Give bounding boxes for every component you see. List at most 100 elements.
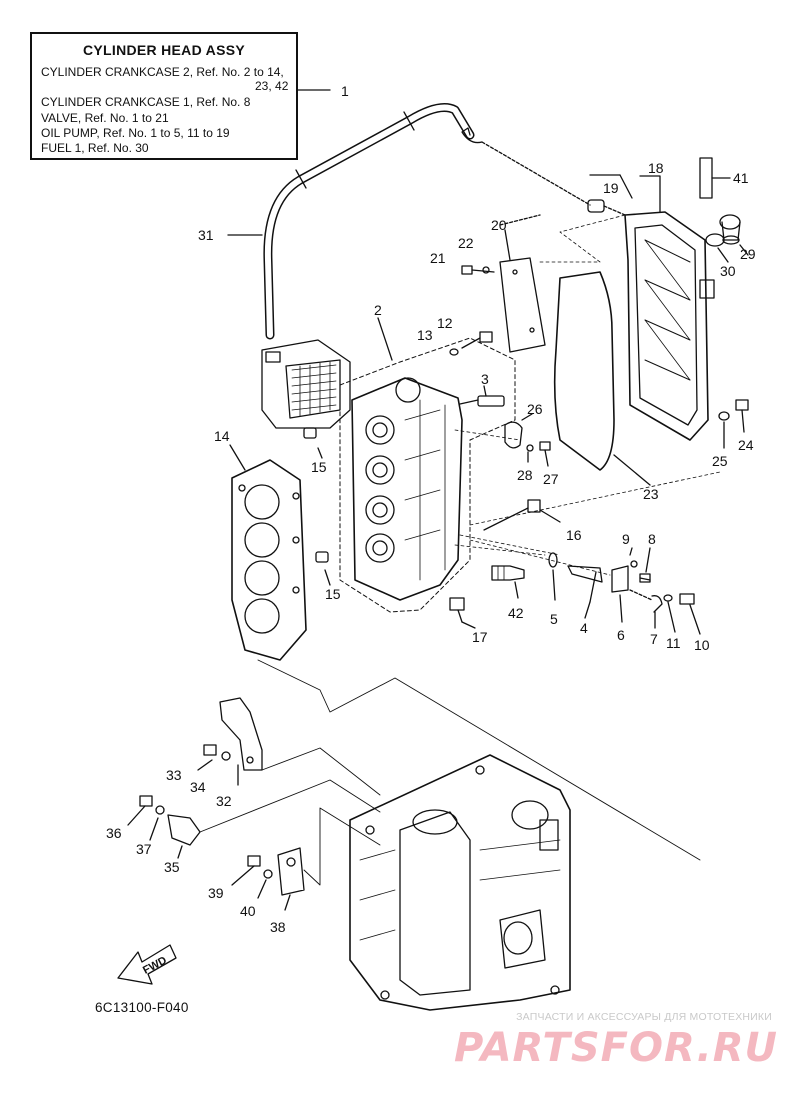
callout-6: 6 (617, 627, 625, 643)
leader-line (324, 569, 331, 586)
clamp-35 (167, 814, 201, 846)
legend-title: CYLINDER HEAD ASSY (82, 42, 245, 58)
long-bolt-16 (483, 499, 541, 531)
leader-line (544, 449, 549, 467)
callout-24: 24 (738, 437, 754, 453)
callout-30: 30 (720, 263, 736, 279)
filler-cap (719, 214, 741, 245)
head-gasket (231, 459, 307, 661)
leader-line (521, 413, 533, 421)
callout-31: 31 (198, 227, 214, 243)
callout-8: 8 (648, 531, 656, 547)
bolt-39 (247, 855, 261, 867)
leader-line (619, 174, 633, 199)
callout-23: 23 (643, 486, 659, 502)
leader-line (717, 247, 729, 263)
cylinder-head-cover (624, 211, 715, 441)
leader-line (149, 817, 159, 841)
cylinder-crankcase (349, 754, 571, 1011)
leader-line (461, 621, 476, 629)
callout-26: 26 (527, 401, 543, 417)
shaft-4 (567, 565, 603, 603)
legend-line: 23, 42 (255, 79, 289, 93)
callout-36: 36 (106, 825, 122, 841)
washer-25 (718, 411, 730, 421)
washer-22 (482, 266, 490, 274)
assembly-guide-lines (257, 659, 701, 861)
joint-19 (587, 199, 626, 216)
callout-42: 42 (508, 605, 524, 621)
part-3 (459, 395, 505, 407)
washer-11 (663, 594, 673, 602)
leader-line (639, 175, 661, 213)
leader-line (177, 845, 183, 859)
leader-line (667, 601, 676, 633)
cover-plate (499, 257, 546, 353)
callout-27: 27 (543, 471, 559, 487)
callout-15: 15 (311, 459, 327, 475)
callout-35: 35 (164, 859, 180, 875)
callout-16: 16 (566, 527, 582, 543)
bolt-24 (735, 399, 749, 411)
o-ring-30 (705, 233, 725, 247)
callout-9: 9 (622, 531, 630, 547)
callout-14: 14 (214, 428, 230, 444)
assembly-guide-lines (303, 807, 381, 886)
forward-direction-arrow (117, 944, 177, 985)
washer-5 (548, 552, 558, 568)
cylinder-head (351, 377, 463, 601)
callout-28: 28 (517, 467, 533, 483)
legend-line: CYLINDER CRANKCASE 1, Ref. No. 8 (41, 95, 251, 109)
bolt-17 (449, 597, 465, 623)
label-41 (699, 157, 731, 199)
washer-28 (526, 444, 534, 452)
leader-line (514, 581, 519, 599)
callout-19: 19 (603, 180, 619, 196)
bracket-32 (219, 697, 263, 771)
leader-line (197, 759, 213, 771)
leader-line (629, 547, 633, 556)
callout-20: 20 (491, 217, 507, 233)
watermark-subtitle: ЗАПЧАСТИ И АКСЕССУАРЫ ДЛЯ МОТОТЕХНИКИ (516, 1011, 772, 1023)
washer-40 (263, 869, 273, 879)
callout-18: 18 (648, 160, 664, 176)
callout-12: 12 (437, 315, 453, 331)
leader-line (483, 385, 487, 397)
callout-41: 41 (733, 170, 749, 186)
washer-13 (449, 348, 459, 356)
callout-34: 34 (190, 779, 206, 795)
assembly-guide-lines (199, 779, 381, 833)
leader-line (127, 805, 146, 826)
legend-line: VALVE, Ref. No. 1 to 21 (41, 111, 169, 125)
leader-line (504, 229, 511, 261)
leader-line (689, 604, 701, 635)
clip-7 (651, 595, 663, 613)
callout-29: 29 (740, 246, 756, 262)
bolt-12 (461, 331, 493, 349)
watermark-logo: PARTSFOR.RU (453, 1025, 778, 1071)
leader-line (613, 454, 651, 486)
callout-10: 10 (694, 637, 710, 653)
cover-gasket (553, 271, 615, 471)
leader-line (317, 447, 323, 459)
fwd-label: FWD (141, 954, 169, 976)
bracket-6 (611, 565, 629, 593)
leader-line (284, 894, 291, 911)
callout-25: 25 (712, 453, 728, 469)
leader-line (629, 589, 653, 601)
plate-38 (277, 847, 305, 896)
callout-21: 21 (430, 250, 446, 266)
bolt-27 (539, 441, 551, 451)
leader-line (539, 509, 561, 523)
bolt-24-shaft (741, 409, 745, 433)
leader-line (552, 569, 556, 601)
callout-17: 17 (472, 629, 488, 645)
legend-line: OIL PUMP, Ref. No. 1 to 5, 11 to 19 (41, 126, 230, 140)
assembly-guide-lines (539, 214, 626, 263)
leader-line (231, 865, 255, 886)
oil-strainer (261, 339, 351, 429)
assembly-guide-lines (454, 429, 721, 576)
leader-line (229, 444, 246, 471)
callout-7: 7 (650, 631, 658, 647)
